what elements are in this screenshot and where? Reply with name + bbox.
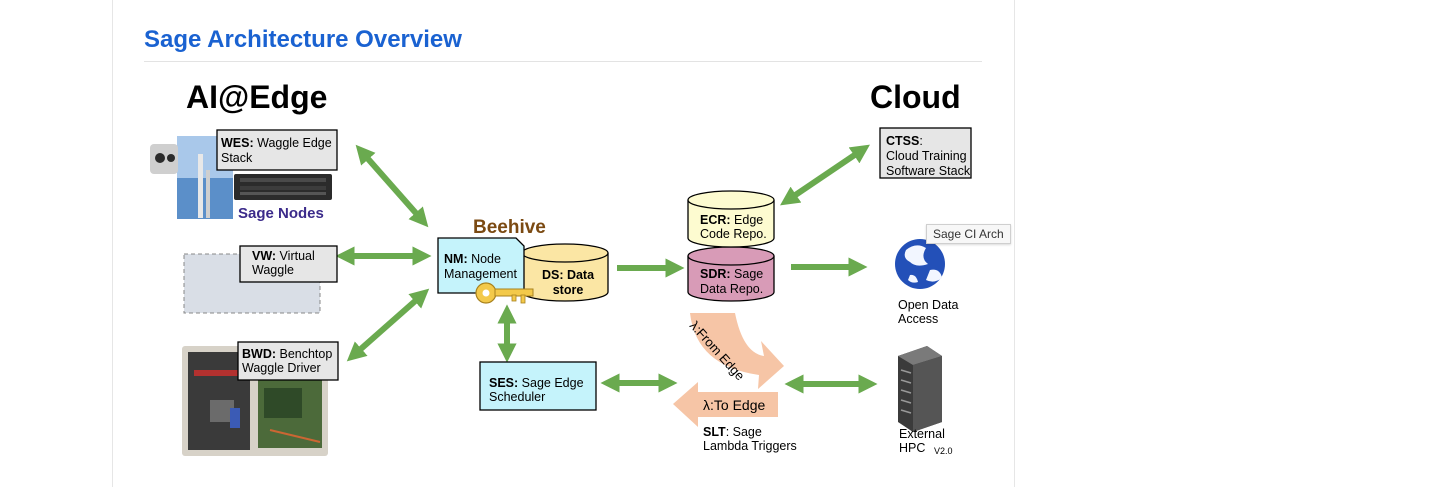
ses-box: SES: Sage Edge Scheduler	[479, 361, 597, 411]
globe-icon	[895, 239, 945, 289]
sdr-line2: Data Repo.	[700, 282, 763, 296]
sdr-abbr: SDR:	[700, 267, 731, 281]
vw-box: VW: Virtual Waggle	[239, 245, 338, 283]
title-divider	[144, 61, 982, 62]
arrow-wes-nm	[355, 144, 429, 228]
lambda-to-edge-arrow: λ:To Edge	[673, 382, 778, 427]
bwd-abbr: BWD:	[242, 347, 276, 361]
sdr-cylinder: SDR: Sage Data Repo.	[687, 246, 775, 302]
vw-line2: Waggle	[252, 263, 294, 277]
ai-edge-heading: AI@Edge	[186, 79, 327, 115]
arrow-bwd-nm	[346, 288, 430, 362]
ecr-abbr: ECR:	[700, 213, 731, 227]
ses-line2: Scheduler	[489, 390, 545, 404]
bwd-line1: Benchtop	[276, 347, 332, 361]
beehive-heading: Beehive	[473, 217, 546, 238]
ds-line1: DS: Data	[542, 268, 595, 282]
sdr-line1: Sage	[731, 267, 764, 281]
cloud-heading: Cloud	[870, 79, 961, 115]
ecr-cylinder: ECR: Edge Code Repo.	[687, 190, 775, 248]
ses-abbr: SES:	[489, 376, 518, 390]
bwd-line2: Waggle Driver	[242, 361, 321, 375]
ds-line2: store	[553, 283, 584, 297]
open-data-line2: Access	[898, 312, 938, 326]
hpc-line1: External	[899, 427, 945, 441]
ecr-line2: Code Repo.	[700, 227, 767, 241]
wes-line2: Stack	[221, 151, 253, 165]
svg-text:CTSS:: CTSS:	[886, 134, 923, 148]
svg-text:VW: Virtual: VW: Virtual	[252, 249, 315, 263]
nm-box: NM: Node Management	[437, 237, 525, 294]
wes-box: WES: Waggle Edge Stack	[216, 129, 338, 171]
sage-nodes-photo	[150, 136, 332, 219]
svg-text:SDR: Sage: SDR: Sage	[700, 267, 763, 281]
lambda-to-edge-label: λ:To Edge	[703, 397, 765, 413]
image-tooltip: Sage CI Arch	[926, 224, 1011, 244]
svg-text:SES: Sage Edge: SES: Sage Edge	[489, 376, 584, 390]
svg-text:NM: Node: NM: Node	[444, 252, 501, 266]
slt-line1: : Sage	[726, 425, 762, 439]
server-rack-icon	[898, 346, 942, 432]
ctss-line1: :	[919, 134, 922, 148]
vw-abbr: VW:	[252, 249, 276, 263]
ecr-line1: Edge	[731, 213, 764, 227]
hpc-version: V2.0	[934, 446, 953, 456]
svg-text:BWD: Benchtop: BWD: Benchtop	[242, 347, 332, 361]
ctss-abbr: CTSS	[886, 134, 919, 148]
lambda-from-edge-arrow: λ:From Edge	[687, 313, 784, 389]
arrow-ecr-ctss	[780, 144, 870, 206]
nm-line2: Management	[444, 267, 517, 281]
svg-text:WES: Waggle Edge: WES: Waggle Edge	[221, 136, 332, 150]
page-title: Sage Architecture Overview	[144, 26, 462, 53]
wes-line1: Waggle Edge	[254, 136, 332, 150]
ctss-box: CTSS: Cloud Training Software Stack	[879, 127, 972, 179]
nm-line1: Node	[468, 252, 501, 266]
wes-abbr: WES:	[221, 136, 254, 150]
ds-cylinder: DS: Data store	[521, 243, 609, 302]
sage-nodes-label: Sage Nodes	[238, 205, 324, 222]
svg-text:SLT: Sage: SLT: Sage	[703, 425, 762, 439]
nm-abbr: NM:	[444, 252, 468, 266]
open-data-line1: Open Data	[898, 298, 959, 312]
ses-line1: Sage Edge	[518, 376, 583, 390]
svg-text:ECR: Edge: ECR: Edge	[700, 213, 763, 227]
ctss-line3: Software Stack	[886, 164, 971, 178]
slt-abbr: SLT	[703, 425, 726, 439]
vw-line1: Virtual	[276, 249, 315, 263]
sage-architecture-diagram: AI@Edge Cloud Beehive Sage Nodes WES: Wa…	[150, 79, 972, 456]
ctss-line2: Cloud Training	[886, 149, 967, 163]
key-icon	[475, 282, 534, 304]
arrows	[335, 144, 878, 394]
bwd-box: BWD: Benchtop Waggle Driver	[237, 341, 339, 381]
slt-line2: Lambda Triggers	[703, 439, 797, 453]
hpc-line2: HPC	[899, 441, 925, 455]
